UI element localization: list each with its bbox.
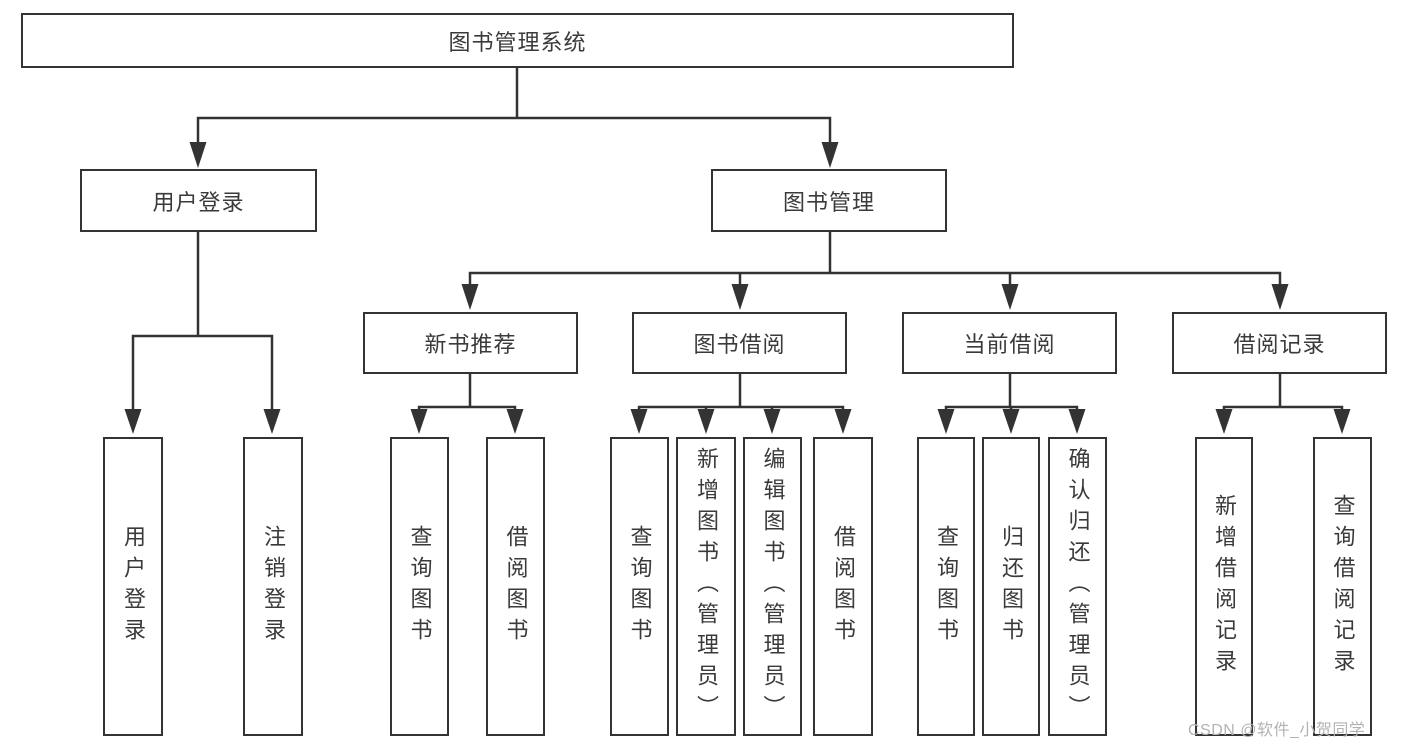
csdn-watermark: CSDN @软件_小贺同学 [1188,722,1366,739]
leaf-return-books: 归还图书 [982,437,1040,736]
node-borrowing-records: 借阅记录 [1172,312,1387,374]
leaf-edit-book-admin: 编辑图书（管理员） [743,437,802,736]
node-label: 借阅记录 [1233,332,1326,357]
node-user-login: 用户登录 [80,169,317,232]
leaf-confirm-return-admin: 确认归还（管理员） [1048,437,1107,736]
leaf-label: 借阅图书 [503,524,529,649]
node-label: 新书推荐 [424,332,517,357]
leaf-logout: 注销登录 [243,437,303,736]
leaf-user-login: 用户登录 [103,437,163,736]
leaf-borrow-books-borrowing: 借阅图书 [813,437,873,736]
node-label: 用户登录 [152,189,245,215]
node-book-borrowing: 图书借阅 [632,312,847,374]
leaf-label: 查询图书 [627,524,653,649]
node-book-management: 图书管理 [711,169,947,232]
leaf-label: 查询图书 [934,524,959,649]
leaf-label: 用户登录 [121,524,146,649]
leaf-label: 注销登录 [261,524,286,649]
leaf-query-books-recommend: 查询图书 [390,437,449,736]
leaf-label: 确认归还（管理员） [1065,447,1091,726]
leaf-label: 借阅图书 [831,524,856,649]
node-current-borrowing: 当前借阅 [902,312,1117,374]
node-label: 图书借阅 [693,332,786,357]
leaf-label: 查询借阅记录 [1330,493,1356,680]
leaf-query-borrow-record: 查询借阅记录 [1313,437,1372,736]
node-library-management-system: 图书管理系统 [21,13,1014,68]
leaf-borrow-books-recommend: 借阅图书 [486,437,545,736]
leaf-query-books-current: 查询图书 [917,437,975,736]
leaf-query-books-borrowing: 查询图书 [610,437,669,736]
leaf-label: 新增借阅记录 [1212,493,1237,680]
node-label: 图书管理 [782,189,875,215]
leaf-label: 归还图书 [999,524,1024,649]
leaf-add-borrow-record: 新增借阅记录 [1195,437,1253,736]
leaf-add-book-admin: 新增图书（管理员） [676,437,736,736]
node-label: 图书管理系统 [448,29,587,55]
node-label: 当前借阅 [963,332,1056,357]
node-new-book-recommend: 新书推荐 [363,312,578,374]
leaf-label: 编辑图书（管理员） [760,447,786,726]
leaf-label: 新增图书（管理员） [694,447,719,726]
leaf-label: 查询图书 [407,524,433,649]
arrowheads [124,142,1351,434]
